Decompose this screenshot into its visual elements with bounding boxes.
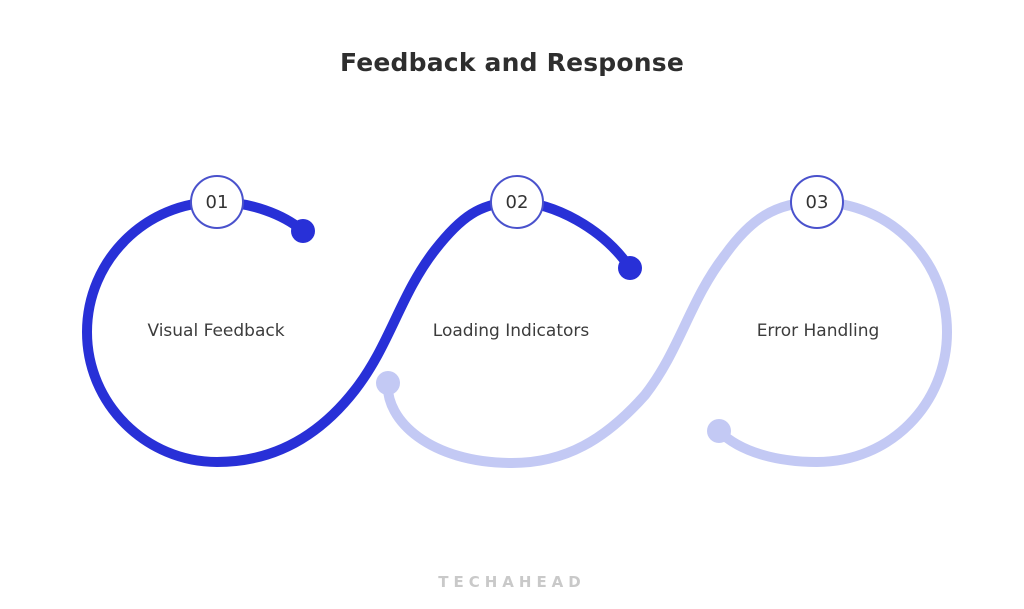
curve-endpoint-dot-3 [376, 371, 400, 395]
curve-endpoint-dot-2 [618, 256, 642, 280]
diagram-title: Feedback and Response [339, 48, 685, 77]
step-1-number: 01 [205, 191, 229, 213]
step-3-label: Error Handling [756, 321, 880, 341]
curve-endpoint-dot-4 [707, 419, 731, 443]
step-3-number: 03 [805, 191, 829, 213]
brand-wordmark: TECHAHEAD [438, 573, 586, 591]
curve-endpoint-dot-1 [291, 219, 315, 243]
step-1-label: Visual Feedback [147, 321, 285, 341]
step-2-number: 02 [505, 191, 529, 213]
step-3-number-circle: 03 [790, 175, 844, 229]
step-2-label: Loading Indicators [432, 321, 590, 341]
step-2-number-circle: 02 [490, 175, 544, 229]
curve-segment-step2-step3 [382, 196, 953, 469]
step-1-number-circle: 01 [190, 175, 244, 229]
